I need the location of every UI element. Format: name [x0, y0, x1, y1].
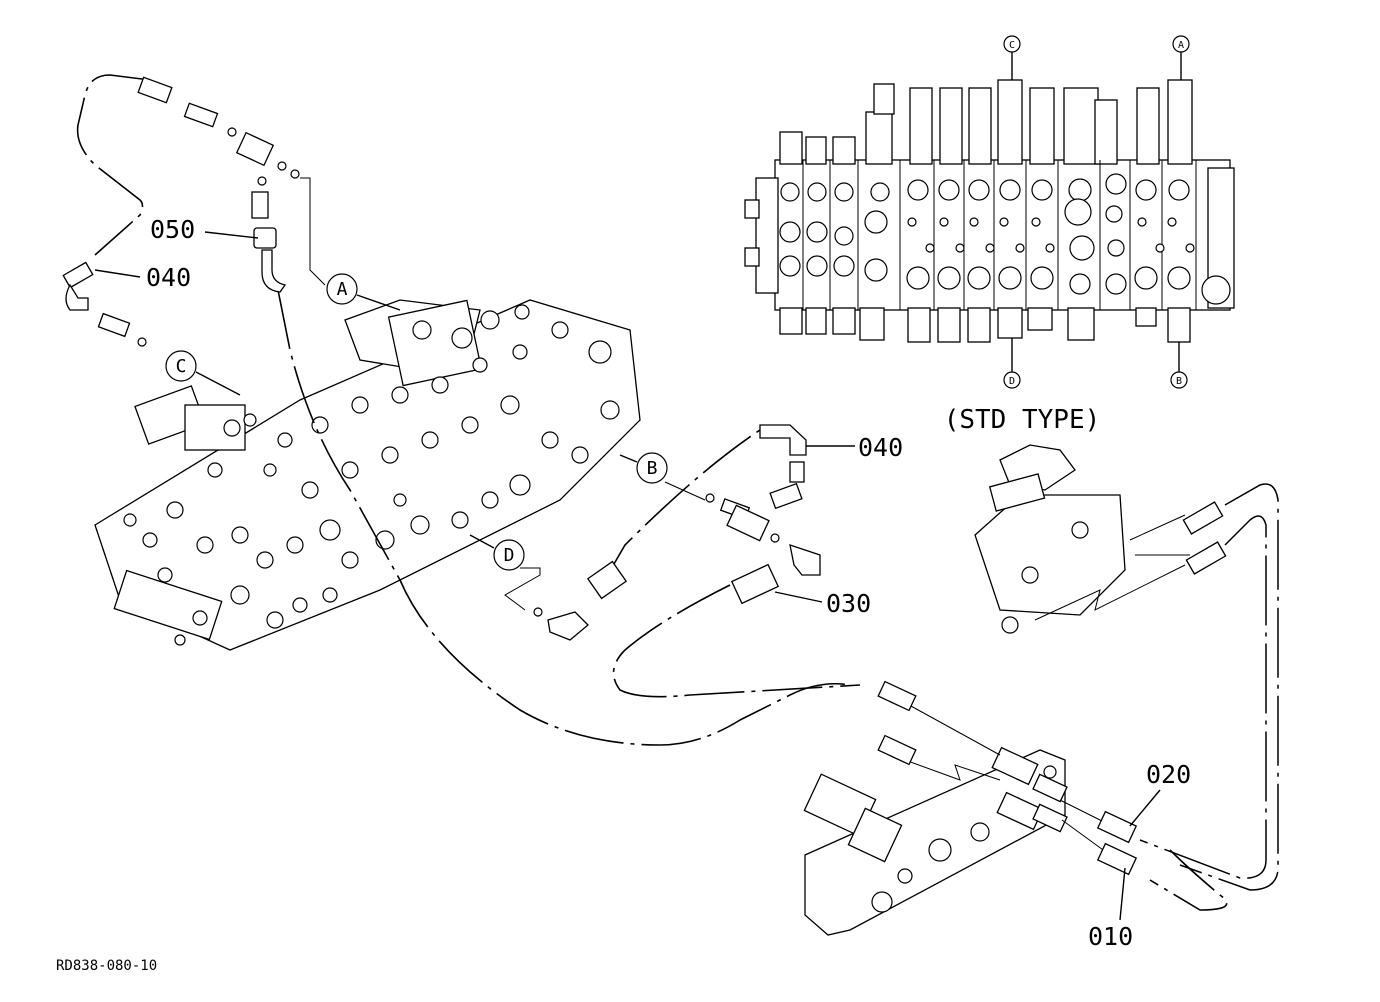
part-label-030: 030	[826, 589, 871, 618]
part-label-020: 020	[1146, 760, 1191, 789]
manifold-bracket	[803, 680, 1138, 936]
marker-b: B	[636, 452, 668, 484]
svg-text:C: C	[1009, 40, 1015, 51]
svg-text:B: B	[1176, 376, 1182, 387]
pilot-valve	[974, 444, 1227, 634]
hose-lines	[76, 74, 1279, 911]
inset-marker-b: B	[1170, 371, 1188, 389]
svg-text:B: B	[647, 458, 658, 479]
main-control-valve	[94, 299, 641, 651]
part-label-010: 010	[1088, 922, 1133, 951]
svg-text:D: D	[504, 545, 515, 566]
svg-text:D: D	[1009, 376, 1015, 387]
part-label-050: 050	[150, 215, 195, 244]
marker-a: A	[326, 273, 358, 305]
svg-text:A: A	[337, 279, 348, 300]
part-label-040-right: 040	[858, 433, 903, 462]
inset-marker-c: C	[1003, 35, 1021, 53]
svg-text:C: C	[176, 356, 187, 377]
inset-marker-a: A	[1172, 35, 1190, 53]
fittings-top-left	[62, 76, 300, 347]
part-label-040-left: 040	[146, 263, 191, 292]
inset-marker-d: D	[1003, 371, 1021, 389]
main-valve-ports	[123, 304, 620, 646]
fittings-center	[504, 424, 821, 641]
control-valve-inset: C A D B	[744, 35, 1235, 389]
svg-text:A: A	[1178, 40, 1184, 51]
std-type-caption: (STD TYPE)	[944, 405, 1101, 435]
marker-d: D	[493, 539, 525, 571]
marker-c: C	[165, 350, 197, 382]
drawing-code: RD838-080-10	[56, 958, 157, 974]
inset-ports	[779, 173, 1195, 295]
